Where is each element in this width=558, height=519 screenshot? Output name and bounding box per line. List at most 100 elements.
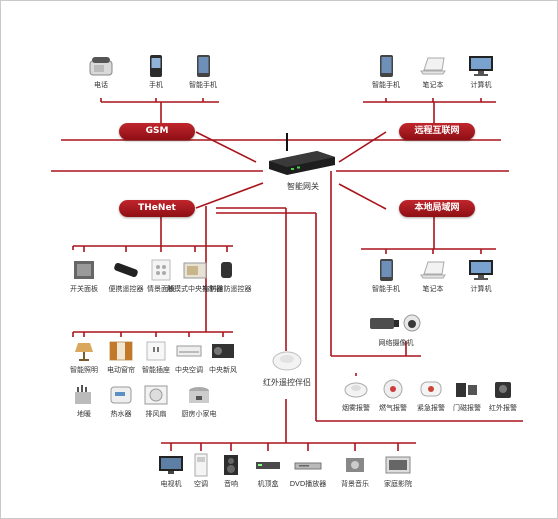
av-device-label: 电视机 — [160, 480, 182, 488]
alarm-item: 门磁报警 — [439, 376, 495, 413]
desktop-computer-icon — [469, 56, 493, 76]
laptop-icon — [420, 261, 446, 279]
alarm-label: 紧急报警 — [417, 404, 445, 412]
appliance-item: 智能照明 — [56, 338, 112, 375]
camera-label: 网络摄像机 — [378, 339, 414, 347]
controller-label: 情景面板 — [147, 285, 175, 293]
water-heater-icon — [110, 386, 132, 404]
alarm-item: 紧急报警 — [403, 376, 459, 413]
controller-item: 情景面板 — [133, 257, 189, 294]
av-device-label: 音响 — [224, 480, 238, 488]
appliance-item: 智能插座 — [128, 338, 184, 375]
smartphone-icon — [380, 259, 393, 281]
top-right-device-item: 智能手机 — [358, 53, 414, 90]
exhaust-fan-icon — [144, 385, 168, 405]
hub-local-lan: 本地局域网 — [399, 200, 475, 217]
alarm-item: 燃气报警 — [365, 376, 421, 413]
appliance-label: 热水器 — [110, 410, 132, 418]
alarm-label: 门磁报警 — [453, 404, 481, 412]
appliance-label: 智能照明 — [70, 366, 98, 374]
appliance-item: 中央新风 — [195, 338, 251, 375]
top-right-device-label: 笔记本 — [422, 81, 444, 89]
top-left-device-item: 手机 — [128, 53, 184, 90]
top-left-device-label: 手机 — [149, 81, 163, 89]
alarm-item: 红外报警 — [475, 376, 531, 413]
alarm-label: 燃气报警 — [379, 404, 407, 412]
network-camera-icon — [370, 314, 421, 332]
set-top-box-icon — [256, 462, 280, 469]
top-left-device-label: 电话 — [94, 81, 108, 89]
alarm-label: 红外报警 — [489, 404, 517, 412]
appliance-item: 热水器 — [93, 382, 149, 419]
mobile-phone-icon — [150, 55, 162, 77]
av-device-item: DVD播放器 — [280, 452, 336, 489]
hub-thenet: THeNet — [119, 200, 195, 217]
rice-cooker-icon — [189, 387, 209, 403]
av-device-label: DVD播放器 — [289, 480, 327, 488]
arming-remote-icon — [221, 262, 232, 278]
appliance-item: 地暖 — [56, 382, 112, 419]
appliance-label: 电动窗帘 — [107, 366, 135, 374]
hub-remote-internet: 远程互联网 — [399, 123, 475, 140]
smart-gateway: 智能网关 — [263, 129, 339, 191]
panic-button-icon — [420, 381, 442, 397]
controller-item: 开关面板 — [56, 257, 112, 294]
remote-control-icon — [114, 262, 138, 278]
ir-companion-label: 红外遥控伴侣 — [263, 378, 311, 387]
av-device-item: 背景音乐 — [327, 452, 383, 489]
smoke-detector-icon — [344, 382, 368, 398]
av-device-item: 空调 — [173, 452, 229, 489]
top-left-device-item: 智能手机 — [175, 53, 231, 90]
smartphone-icon — [197, 55, 210, 77]
av-device-item: 家庭影院 — [370, 452, 426, 489]
lan-device-item: 笔记本 — [405, 257, 461, 294]
controller-label: 便携遥控器 — [108, 285, 144, 293]
lan-device-item: 智能手机 — [358, 257, 414, 294]
appliance-item: 厨房小家电 — [171, 382, 227, 419]
top-right-device-item: 计算机 — [453, 53, 509, 90]
speaker-icon — [224, 455, 238, 475]
av-device-item: 电视机 — [143, 452, 199, 489]
hub-gsm: GSM — [119, 123, 195, 140]
network-camera: 网络摄像机 — [366, 311, 426, 348]
ir-remote-companion-icon — [272, 351, 302, 371]
switch-panel-icon — [74, 261, 94, 279]
gateway-router-icon — [269, 133, 335, 175]
ir-companion: 红外遥控伴侣 — [263, 350, 311, 387]
controller-item: 便携遥控器 — [98, 257, 154, 294]
lan-device-label: 智能手机 — [372, 285, 400, 293]
touch-controller-icon — [183, 262, 207, 279]
top-left-device-label: 智能手机 — [189, 81, 217, 89]
desktop-computer-icon — [469, 260, 493, 280]
av-device-label: 空调 — [194, 480, 208, 488]
tv-icon — [159, 456, 183, 474]
top-right-device-item: 笔记本 — [405, 53, 461, 90]
scene-panel-icon — [151, 259, 171, 281]
floor-heating-icon — [75, 385, 91, 404]
lan-device-item: 计算机 — [453, 257, 509, 294]
av-device-item: 机顶盒 — [240, 452, 296, 489]
alarm-label: 烟雾报警 — [342, 404, 370, 412]
controller-label: 布防撤防遥控器 — [202, 285, 252, 293]
appliance-item: 电动窗帘 — [93, 338, 149, 375]
controller-item: 触摸式中央控制器 — [167, 257, 223, 294]
fresh-air-icon — [212, 344, 234, 358]
socket-icon — [146, 341, 166, 361]
alarm-item: 烟雾报警 — [328, 376, 384, 413]
desk-phone-icon — [89, 57, 113, 76]
appliance-label: 中央新风 — [209, 366, 237, 374]
air-conditioner-icon — [194, 453, 208, 477]
appliance-label: 排风扇 — [145, 410, 167, 418]
top-right-device-label: 计算机 — [470, 81, 492, 89]
door-sensor-icon — [456, 383, 477, 397]
appliance-label: 智能插座 — [142, 366, 170, 374]
lan-device-label: 笔记本 — [422, 285, 444, 293]
laptop-icon — [420, 57, 446, 75]
gateway-label: 智能网关 — [287, 182, 319, 191]
av-device-label: 家庭影院 — [384, 480, 412, 488]
appliance-label: 中央空调 — [175, 366, 203, 374]
appliance-label: 地暖 — [77, 410, 91, 418]
av-device-label: 机顶盒 — [257, 480, 279, 488]
controller-item: 布防撤防遥控器 — [199, 257, 255, 294]
